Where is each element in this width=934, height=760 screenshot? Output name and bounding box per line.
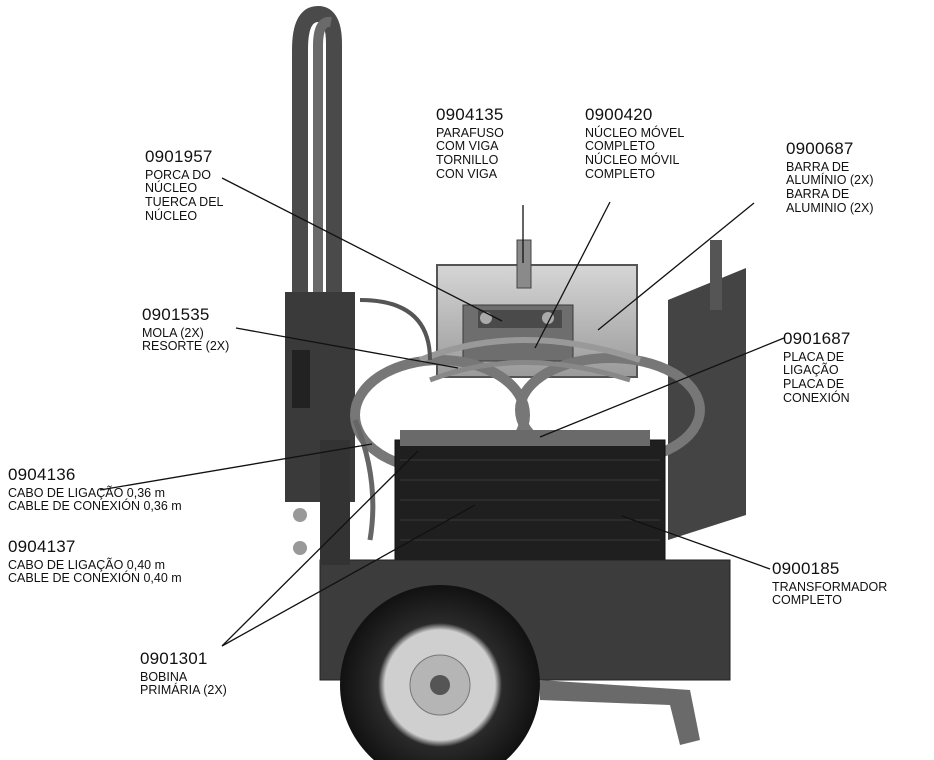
part-label-line: BOBINA — [140, 669, 188, 684]
part-label-line: MOLA (2X) — [142, 325, 204, 340]
part-label-line: NÚCLEO MÓVIL — [585, 153, 680, 168]
part-label-line: CABO DE LIGAÇÃO 0,36 m — [8, 485, 165, 500]
part-label-line: BARRA DE — [786, 159, 850, 174]
part-label-line: PARAFUSO — [436, 125, 504, 140]
transformer — [394, 439, 666, 566]
part-label-line: PORCA DO — [145, 167, 211, 182]
core-nut-left — [480, 312, 492, 324]
part-label-line: ALUMÍNIO (2X) — [786, 173, 874, 188]
callout-0901301: 0901301 BOBINA PRIMÁRIA (2X) — [140, 649, 227, 698]
panel-tab — [710, 240, 722, 310]
callout-0900185: 0900185 TRANSFORMADOR COMPLETO — [772, 559, 888, 608]
part-label-line: PRIMÁRIA (2X) — [140, 683, 227, 698]
part-number: 0901957 — [145, 147, 213, 166]
callout-0901535: 0901535 MOLA (2X) RESORTE (2X) — [142, 305, 230, 354]
part-label-line: BARRA DE — [786, 187, 850, 202]
part-label-line: TUERCA DEL — [145, 195, 224, 210]
core-screw — [516, 239, 532, 289]
core-bar — [478, 310, 562, 328]
part-label-line: COMPLETO — [585, 139, 655, 154]
part-label-line: PLACA DE — [783, 377, 845, 392]
part-label-line: CON VIGA — [436, 166, 498, 181]
part-label-line: CABLE DE CONEXIÓN 0,40 m — [8, 571, 182, 586]
side-panel-right — [668, 268, 746, 540]
part-label-line: NÚCLEO MÓVEL — [585, 125, 685, 140]
part-number: 0900185 — [772, 559, 840, 578]
callout-0904137: 0904137 CABO DE LIGAÇÃO 0,40 m CABLE DE … — [8, 537, 182, 586]
part-number: 0904137 — [8, 537, 76, 556]
callout-0900420: 0900420 NÚCLEO MÓVEL COMPLETO NÚCLEO MÓV… — [585, 105, 685, 182]
callout-0901957: 0901957 PORCA DO NÚCLEO TUERCA DEL NÚCLE… — [145, 147, 224, 224]
part-number: 0904135 — [436, 105, 504, 124]
part-number: 0900687 — [786, 139, 854, 158]
transformer-laminations — [400, 459, 660, 541]
handle — [292, 6, 342, 460]
part-number: 0901687 — [783, 329, 851, 348]
part-label-line: TRANSFORMADOR — [772, 579, 888, 594]
connection-plate — [400, 430, 650, 446]
leader-lines — [99, 177, 785, 647]
part-label-line: ALUMINIO (2X) — [786, 200, 874, 215]
control-switch — [292, 350, 310, 408]
part-label-line: CONEXIÓN — [783, 390, 850, 405]
rear-leg — [540, 680, 700, 745]
part-number: 0904136 — [8, 465, 76, 484]
callout-0904135: 0904135 PARAFUSO COM VIGA TORNILLO CON V… — [436, 105, 504, 182]
part-number: 0901301 — [140, 649, 208, 668]
part-label-line: CABLE DE CONEXIÓN 0,36 m — [8, 499, 182, 514]
part-number: 0900420 — [585, 105, 653, 124]
coil-windings — [350, 337, 705, 475]
part-label-line: COMPLETO — [772, 593, 842, 608]
part-number: 0901535 — [142, 305, 210, 324]
callout-0904136: 0904136 CABO DE LIGAÇÃO 0,36 m CABLE DE … — [8, 465, 182, 514]
part-label-line: COMPLETO — [585, 166, 655, 181]
callout-0901687: 0901687 PLACA DE LIGAÇÃO PLACA DE CONEXI… — [783, 329, 851, 406]
part-label-line: NÚCLEO — [145, 181, 198, 196]
part-label-line: COM VIGA — [436, 139, 499, 154]
part-label-line: NÚCLEO — [145, 208, 198, 223]
part-label-line: TORNILLO — [436, 153, 499, 168]
callout-0900687: 0900687 BARRA DE ALUMÍNIO (2X) BARRA DE … — [786, 139, 874, 216]
terminal — [293, 508, 307, 522]
cable — [359, 298, 432, 361]
front-post — [320, 440, 350, 565]
part-label-line: CABO DE LIGAÇÃO 0,40 m — [8, 557, 165, 572]
terminal — [293, 541, 307, 555]
part-label-line: RESORTE (2X) — [142, 339, 230, 354]
part-label-line: PLACA DE — [783, 349, 845, 364]
part-label-line: LIGAÇÃO — [783, 363, 839, 378]
cable — [352, 419, 376, 541]
core-nut-right — [542, 312, 554, 324]
wheel-axle — [430, 675, 450, 695]
